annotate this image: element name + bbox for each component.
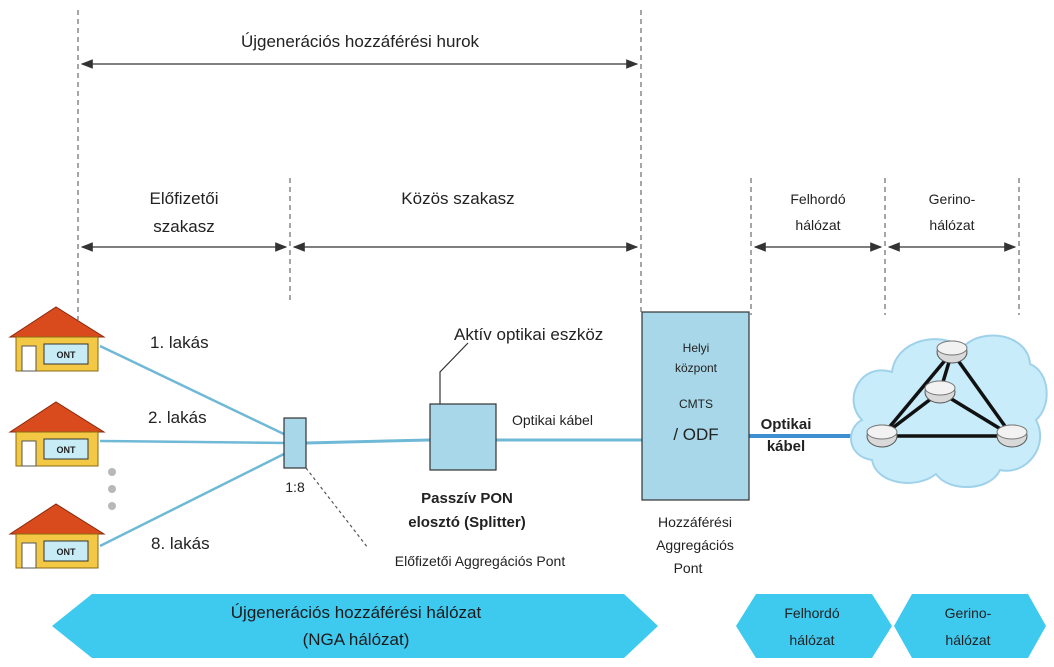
drop-fiber-8	[99, 450, 289, 548]
backhaul-banner-line-2: hálózat	[789, 632, 834, 648]
roof-icon	[8, 503, 106, 535]
drop-fiber-2	[99, 439, 289, 445]
ont-label: ONT	[57, 547, 77, 557]
home-1: ONT	[8, 306, 106, 372]
core-link	[880, 350, 954, 438]
router-icon	[936, 340, 968, 364]
ont-box	[43, 540, 89, 562]
router-icon	[996, 424, 1028, 448]
ont-box	[43, 438, 89, 460]
core-span-label-2: hálózat	[929, 217, 974, 233]
router-icon	[924, 380, 956, 404]
roof-icon	[8, 306, 106, 338]
backhaul-span-label-2: hálózat	[795, 217, 840, 233]
ont-label: ONT	[57, 350, 77, 360]
drop-fiber-1	[99, 344, 289, 438]
backhaul-banner-line-1: Felhordó	[784, 605, 839, 621]
drop-fibers	[99, 344, 289, 548]
central-office-line-1: Helyi	[683, 341, 710, 355]
ont-box	[43, 343, 89, 365]
ont-label: ONT	[57, 445, 77, 455]
access-point-caption-1: Hozzáférési	[658, 514, 732, 530]
boundary-lines	[77, 10, 1020, 320]
span-arrows	[80, 59, 1017, 252]
roof-icon	[8, 401, 106, 433]
core-span-label-1: Gerino-	[929, 191, 976, 207]
home-8: ONT	[8, 503, 106, 569]
splitter-box	[283, 417, 307, 469]
active-optical-device	[429, 403, 497, 471]
aggregation-pointer	[305, 467, 369, 549]
router-icon	[866, 424, 898, 448]
home-2: ONT	[8, 401, 106, 467]
central-office-line-4: / ODF	[673, 425, 718, 444]
ellipsis-dot	[108, 468, 116, 476]
access-point-caption-3: Pont	[674, 560, 703, 576]
central-office-line-2: központ	[675, 361, 718, 375]
core-banner	[894, 594, 1046, 658]
access-point-caption-2: Aggregációs	[656, 537, 734, 553]
core-link	[950, 350, 1014, 438]
backhaul-span-label-1: Felhordó	[790, 191, 845, 207]
home-8-label: 8. lakás	[151, 534, 210, 553]
splitter-name-2: elosztó (Splitter)	[408, 514, 526, 531]
backhaul-fiber-label-2: kábel	[767, 438, 805, 455]
splitter-name-1: Passzív PON	[421, 490, 513, 507]
door-icon	[21, 345, 37, 372]
backhaul-fiber-label-1: Optikai	[761, 416, 812, 433]
active-device-label: Aktív optikai eszköz	[454, 325, 603, 344]
nga-banner-line-1: Újgenerációs hozzáférési hálózat	[231, 603, 482, 622]
subscriber-span-label-1: Előfizetői	[150, 189, 219, 208]
more-homes-dots	[108, 468, 116, 510]
nga-network-banner	[52, 594, 658, 658]
cloud-icon	[850, 334, 1048, 488]
home-1-label: 1. lakás	[150, 333, 209, 352]
home-2-label: 2. lakás	[148, 408, 207, 427]
splitter-ratio: 1:8	[285, 479, 305, 495]
fiber-cable-label: Optikai kábel	[512, 412, 593, 428]
feeder-fiber	[305, 438, 431, 445]
backhaul-banner	[736, 594, 892, 658]
nga-loop-label: Újgenerációs hozzáférési hurok	[241, 32, 480, 51]
door-icon	[21, 542, 37, 569]
subscriber-span-label-2: szakasz	[153, 217, 214, 236]
nga-banner-line-2: (NGA hálózat)	[303, 630, 410, 649]
core-network-cloud	[850, 334, 1048, 488]
common-span-label: Közös szakasz	[401, 189, 514, 208]
ellipsis-dot	[108, 485, 116, 493]
central-office-box	[641, 311, 750, 501]
central-office-line-3: CMTS	[679, 397, 713, 411]
core-banner-line-1: Gerino-	[945, 605, 992, 621]
aggregation-point-label: Előfizetői Aggregációs Pont	[395, 553, 566, 569]
core-banner-line-2: hálózat	[945, 632, 990, 648]
door-icon	[21, 440, 37, 467]
device-pointer	[439, 342, 469, 404]
ellipsis-dot	[108, 502, 116, 510]
